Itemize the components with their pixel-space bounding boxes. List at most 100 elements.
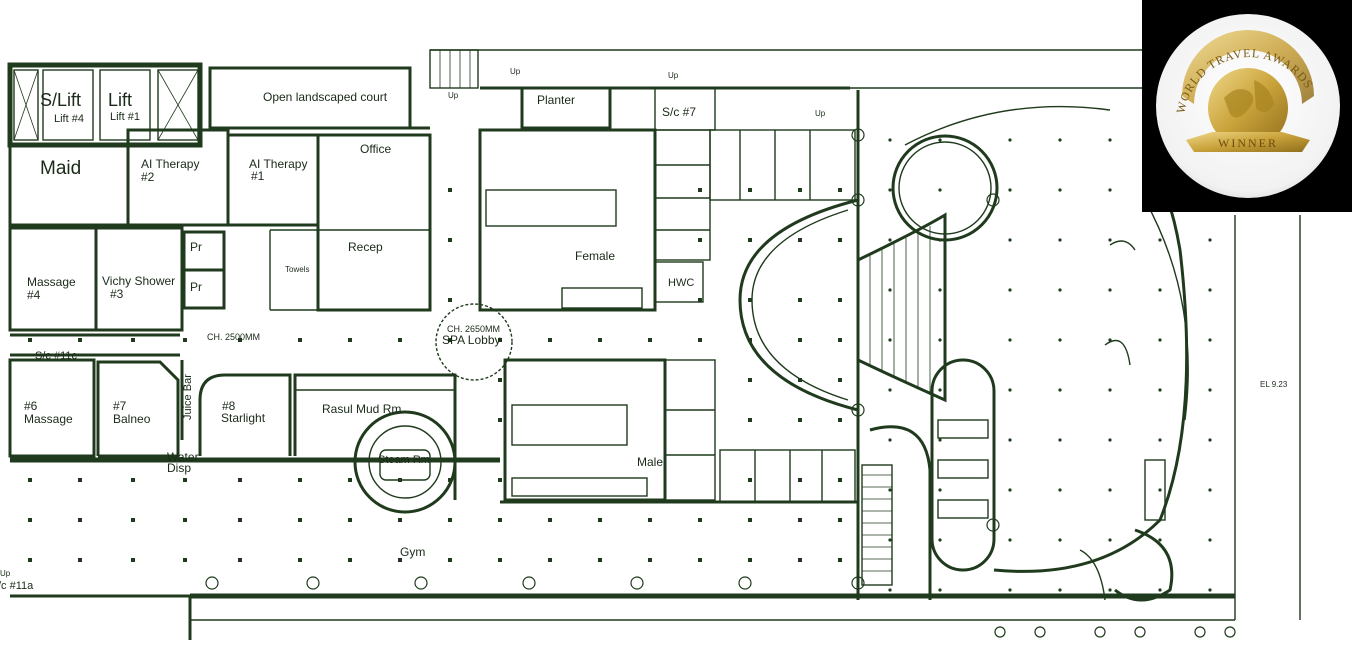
column-dot [1058,338,1062,342]
column-dot [131,478,135,482]
column-dot [348,558,352,562]
column-dot [1108,138,1112,142]
column-dot [598,518,602,522]
column-dot [183,478,187,482]
column-dot [1058,388,1062,392]
column-dot [78,338,82,342]
label-vichy-a: Vichy Shower [102,274,175,288]
column-dot [183,518,187,522]
column-dot [498,378,502,382]
label-lift: Lift [108,90,132,110]
column-dot [448,238,452,242]
column-dot [888,238,892,242]
column-dot [448,518,452,522]
column-dot [798,518,802,522]
column-dot [748,238,752,242]
column-dot [448,478,452,482]
label-juice-bar: Juice Bar [182,374,194,420]
column-dot [838,558,842,562]
column-dot [838,418,842,422]
column-dot [498,518,502,522]
label-massage4-a: Massage [27,275,76,289]
column-dot [498,338,502,342]
label-massage6-b: Massage [24,412,73,426]
column-dot [298,338,302,342]
column-dot [648,558,652,562]
label-massage6-a: #6 [24,399,38,413]
column-dot [938,288,942,292]
label-up-2: Up [510,67,521,76]
column-dot [888,188,892,192]
column-dot [938,488,942,492]
column-dot [938,238,942,242]
column-dot [498,558,502,562]
column-dot [1158,538,1162,542]
label-ch2650: CH. 2650MM [447,324,500,334]
column-dot [798,298,802,302]
column-dot [238,518,242,522]
label-sc11c: S/c #11c [35,350,77,362]
column-dot [748,558,752,562]
column-grid [28,138,1212,592]
column-dot [183,338,187,342]
column-dot [1008,188,1012,192]
label-up-4: Up [815,109,826,118]
label-recep: Recep [348,240,383,254]
column-dot [938,188,942,192]
column-dot [1008,488,1012,492]
label-therapy2-a: AI Therapy [141,157,199,171]
column-dot [78,558,82,562]
column-dot [448,188,452,192]
column-dot [1058,488,1062,492]
label-therapy2-b: #2 [141,170,155,184]
column-dot [888,438,892,442]
label-massage4-b: #4 [27,288,41,302]
column-dot [838,188,842,192]
column-dot [1008,138,1012,142]
column-dot [238,558,242,562]
column-dot [1108,338,1112,342]
column-dot [888,538,892,542]
label-lift4: Lift #4 [54,113,84,125]
label-planter: Planter [537,93,575,107]
column-dot [748,188,752,192]
column-dot [298,518,302,522]
label-hwc: HWC [668,277,694,289]
label-water-a: Water [167,450,199,464]
column-dot [798,378,802,382]
label-therapy1-a: AI Therapy [249,157,307,171]
column-dot [938,138,942,142]
column-dot [1208,338,1212,342]
column-dot [1108,388,1112,392]
label-lift1: Lift #1 [110,111,140,123]
label-female: Female [575,249,615,263]
label-water-b: Disp [167,461,191,475]
column-dot [648,518,652,522]
column-dot [548,558,552,562]
column-dot [798,418,802,422]
column-dot [1208,288,1212,292]
column-dot [938,538,942,542]
column-dot [1058,188,1062,192]
column-dot [938,388,942,392]
column-dot [838,238,842,242]
column-dot [838,518,842,522]
column-dot [1058,238,1062,242]
column-dot [888,288,892,292]
column-dot [1108,238,1112,242]
column-dot [131,558,135,562]
label-towels: Towels [285,265,309,274]
column-dot [131,338,135,342]
column-dot [448,338,452,342]
column-dot [838,298,842,302]
column-dot [448,298,452,302]
column-dot [698,298,702,302]
column-dot [78,478,82,482]
column-dot [1158,338,1162,342]
gym-columns [205,128,1236,638]
label-pr2: Pr [190,280,202,294]
column-dot [1058,288,1062,292]
column-dot [598,338,602,342]
column-dot [398,558,402,562]
column-dot [1208,388,1212,392]
